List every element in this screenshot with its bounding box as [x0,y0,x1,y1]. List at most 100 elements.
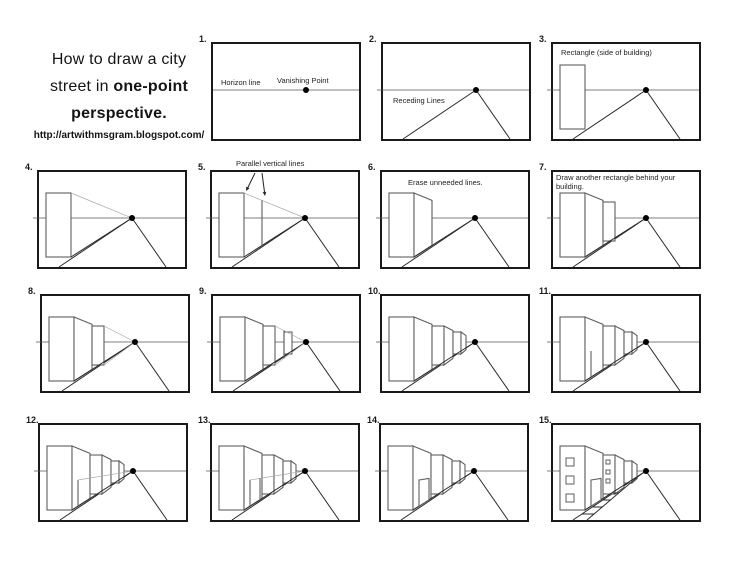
panel-number: 8. [28,286,36,296]
panel-number: 3. [539,34,547,44]
panel-number: 6. [368,162,376,172]
panel-drawing [547,316,699,392]
building-3-front [110,460,120,484]
building-2-bottom-guide [274,341,307,366]
building-2-side [614,454,625,496]
building-2-front [262,325,276,366]
panel-caption: Receding Lines [393,96,445,105]
receding-line-right [304,217,340,268]
receding-line-right [134,341,170,392]
door-guide-line [77,470,134,481]
building-1-front [559,316,586,382]
tutorial-panel-step-6: 6. Erase unneeded lines. [368,162,530,269]
panel-number: 1. [199,34,207,44]
blog-url-text: http://artwithmsgram.blogspot.com/ [33,130,205,141]
building-2-bottom-guide [103,341,136,366]
base-receding-line [71,470,134,511]
receding-line-left [572,89,647,140]
door [418,477,430,508]
building-2-top-guide [274,325,307,343]
vanishing-point [643,468,649,474]
tutorial-panel-step-8: 8. [28,286,190,393]
panel-number: 15. [539,415,552,425]
annotation-arrowhead-right [262,191,267,196]
panel-drawing [547,192,699,268]
panel-number: 7. [539,162,547,172]
receding-line-left [402,89,477,140]
vanishing-point [472,215,478,221]
title-block: How to draw a city street in one-point p… [28,46,210,141]
door-guide-line [249,470,306,481]
building-1-front [387,445,414,511]
panel-number: 11. [539,286,552,296]
tutorial-panel-step-14: 14. [367,415,529,522]
receding-line-right [305,341,341,392]
building-3-front [451,460,461,484]
panel-caption: Draw another rectangle behind your build… [556,173,676,191]
panel-number: 12. [26,415,39,425]
vanishing-point [302,468,308,474]
building-3-front [283,331,293,355]
annotation-arrow-right [261,172,265,193]
panel-caption: Erase unneeded lines. [408,178,483,187]
vanishing-point [472,339,478,345]
building-2-front [261,454,275,495]
page-title-line-3: perspective. [71,105,167,122]
vanishing-point [303,339,309,345]
building-2-front [89,454,103,495]
receding-line-right [475,89,511,140]
building-3-front [452,331,462,355]
panel-caption: Vanishing Point [277,76,329,85]
building-1-window [565,493,575,503]
door [590,477,602,508]
panel-drawing [206,172,358,268]
vanishing-point [471,468,477,474]
receding-line-right [645,217,681,268]
panel-number: 2. [369,34,377,44]
tutorial-panel-step-11: 11. [539,286,701,393]
building-2-front [91,325,105,366]
building-1-front [559,64,586,130]
base-receding-line [413,341,476,382]
base-receding-line [584,341,647,382]
building-3-front [282,460,292,484]
panel-drawing [547,64,699,140]
panel-drawing [376,192,528,268]
receding-line-right [304,470,340,521]
building-2-side [442,454,453,496]
building-3-front [623,460,633,484]
page-title-line-1: How to draw a city [51,51,187,68]
receding-line-right [474,217,510,268]
building-2-side [443,325,454,367]
panel-drawing [376,316,528,392]
vanishing-point [302,215,308,221]
panel-drawing [36,316,188,392]
building-2-front [602,201,616,242]
building-1-front [559,192,586,258]
tutorial-panel-step-2: 2. Receding Lines [369,34,531,141]
annotation-arrow-left [247,172,256,188]
building-2-side [273,454,284,496]
base-receding-line [243,470,306,511]
tutorial-panel-step-3: 3.Rectangle (side of building) [539,34,701,141]
panel-drawing [34,445,186,521]
panel-number: 14. [367,415,380,425]
tutorial-panel-step-12: 12. [26,415,188,522]
panel-drawing [375,445,527,521]
top-guide-line [243,192,306,219]
vanishing-point [643,87,649,93]
receding-line-right [645,89,681,140]
building-2-window [605,469,611,475]
building-2-window [605,459,611,465]
annotation-arrowhead-left [246,186,250,191]
building-2-top-guide [103,325,136,343]
tutorial-panel-step-15: 15. [539,415,701,522]
building-3-front [623,331,633,355]
sidewalk-edge-line [586,473,642,521]
top-guide-line [70,192,133,219]
vanishing-point [129,215,135,221]
building-2-side [101,454,112,496]
vanishing-point [130,468,136,474]
